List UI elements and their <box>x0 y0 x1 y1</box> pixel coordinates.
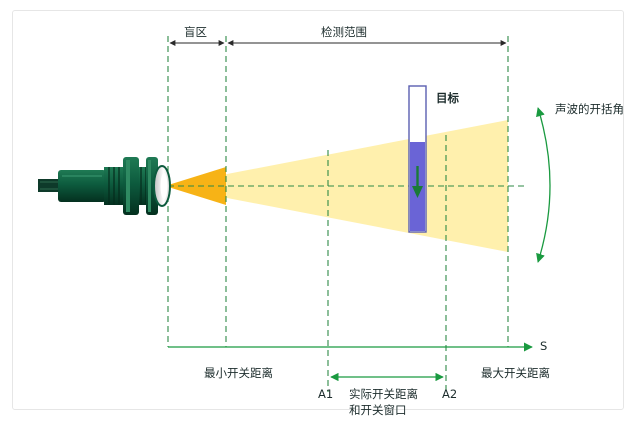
beam-angle-arc <box>536 107 551 263</box>
min-distance-label: 最小开关距离 <box>204 366 273 380</box>
target-label: 目标 <box>436 91 459 105</box>
ultrasonic-sensor-icon <box>38 157 171 215</box>
switch-window-label-line2: 和开关窗口 <box>349 403 407 417</box>
a2-label: A2 <box>442 387 458 401</box>
s-axis-label: S <box>540 339 548 353</box>
detection-range-label: 检测范围 <box>321 25 367 39</box>
switch-window-label-line1: 实际开关距离 <box>349 387 418 401</box>
beam-angle-label: 声波的开括角 <box>555 102 624 116</box>
down-arrow-icon <box>412 166 423 198</box>
a1-label: A1 <box>318 387 334 401</box>
blind-zone-beam <box>165 167 226 205</box>
max-distance-label: 最大开关距离 <box>481 366 550 380</box>
blind-zone-label: 盲区 <box>184 25 207 39</box>
